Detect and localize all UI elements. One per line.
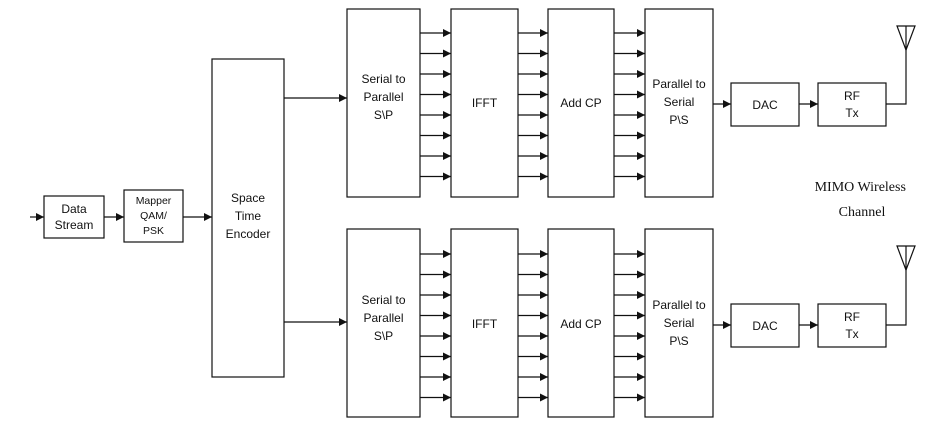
data-stream-label-2: Stream	[55, 218, 94, 232]
svg-text:IFFT: IFFT	[472, 317, 498, 331]
bottom-rf-label-2: Tx	[845, 327, 858, 341]
bottom-rf-tx-block: RF Tx	[817, 303, 887, 348]
bottom-ps-label-3: P\S	[669, 334, 688, 348]
bottom-dac-block: DAC	[730, 303, 800, 348]
bottom-ps-label-1: Parallel to	[652, 298, 706, 312]
top-dac-label: DAC	[752, 98, 778, 112]
mapper-label-3: PSK	[143, 225, 164, 237]
top-rf-label-1: RF	[844, 89, 860, 103]
svg-text:IFFT: IFFT	[472, 96, 498, 110]
stbc-label-3: Encoder	[226, 227, 271, 241]
top-rf-to-antenna	[886, 50, 907, 105]
bottom-ifft-block: IFFT	[450, 228, 519, 418]
svg-text:Add CP: Add CP	[560, 96, 601, 110]
stbc-label-1: Space	[231, 191, 265, 205]
antenna-icon	[896, 25, 916, 52]
bottom-sp-label-1: Serial to	[361, 293, 405, 307]
mimo-channel-label: MIMO Wireless Channel	[815, 180, 910, 220]
svg-text:DAC: DAC	[752, 98, 778, 112]
parallel-arrow-bundles	[420, 29, 645, 402]
bottom-rf-to-antenna	[886, 270, 907, 326]
top-sp-label-3: S\P	[374, 108, 393, 122]
top-sp-label-1: Serial to	[361, 72, 405, 86]
mapper-label-2: QAM/	[140, 210, 167, 222]
mimo-channel-label-1: MIMO Wireless	[815, 180, 906, 195]
top-cp-label: Add CP	[560, 96, 601, 110]
bottom-ifft-label: IFFT	[472, 317, 498, 331]
top-ps-label-3: P\S	[669, 113, 688, 127]
bottom-sp-label-3: S\P	[374, 329, 393, 343]
bottom-cp-label: Add CP	[560, 317, 601, 331]
svg-text:DAC: DAC	[752, 319, 778, 333]
top-add-cp-block: Add CP	[547, 8, 615, 198]
top-ifft-block: IFFT	[450, 8, 519, 198]
top-dac-block: DAC	[730, 82, 800, 127]
top-rf-tx-block: RF Tx	[817, 82, 887, 127]
bottom-add-cp-block: Add CP	[547, 228, 615, 418]
top-ifft-label: IFFT	[472, 96, 498, 110]
mapper-label-1: Mapper	[136, 195, 172, 207]
bottom-rf-label-1: RF	[844, 310, 860, 324]
top-sp-label-2: Parallel	[363, 90, 403, 104]
bottom-ps-label-2: Serial	[664, 316, 695, 330]
stbc-label-2: Time	[235, 209, 262, 223]
top-ps-label-2: Serial	[664, 95, 695, 109]
top-rf-label-2: Tx	[845, 106, 858, 120]
mimo-channel-label-2: Channel	[839, 205, 886, 220]
data-stream-label-1: Data	[61, 202, 87, 216]
top-ps-label-1: Parallel to	[652, 77, 706, 91]
antenna-icon	[896, 245, 916, 272]
bottom-dac-label: DAC	[752, 319, 778, 333]
svg-text:Add CP: Add CP	[560, 317, 601, 331]
bottom-sp-label-2: Parallel	[363, 311, 403, 325]
